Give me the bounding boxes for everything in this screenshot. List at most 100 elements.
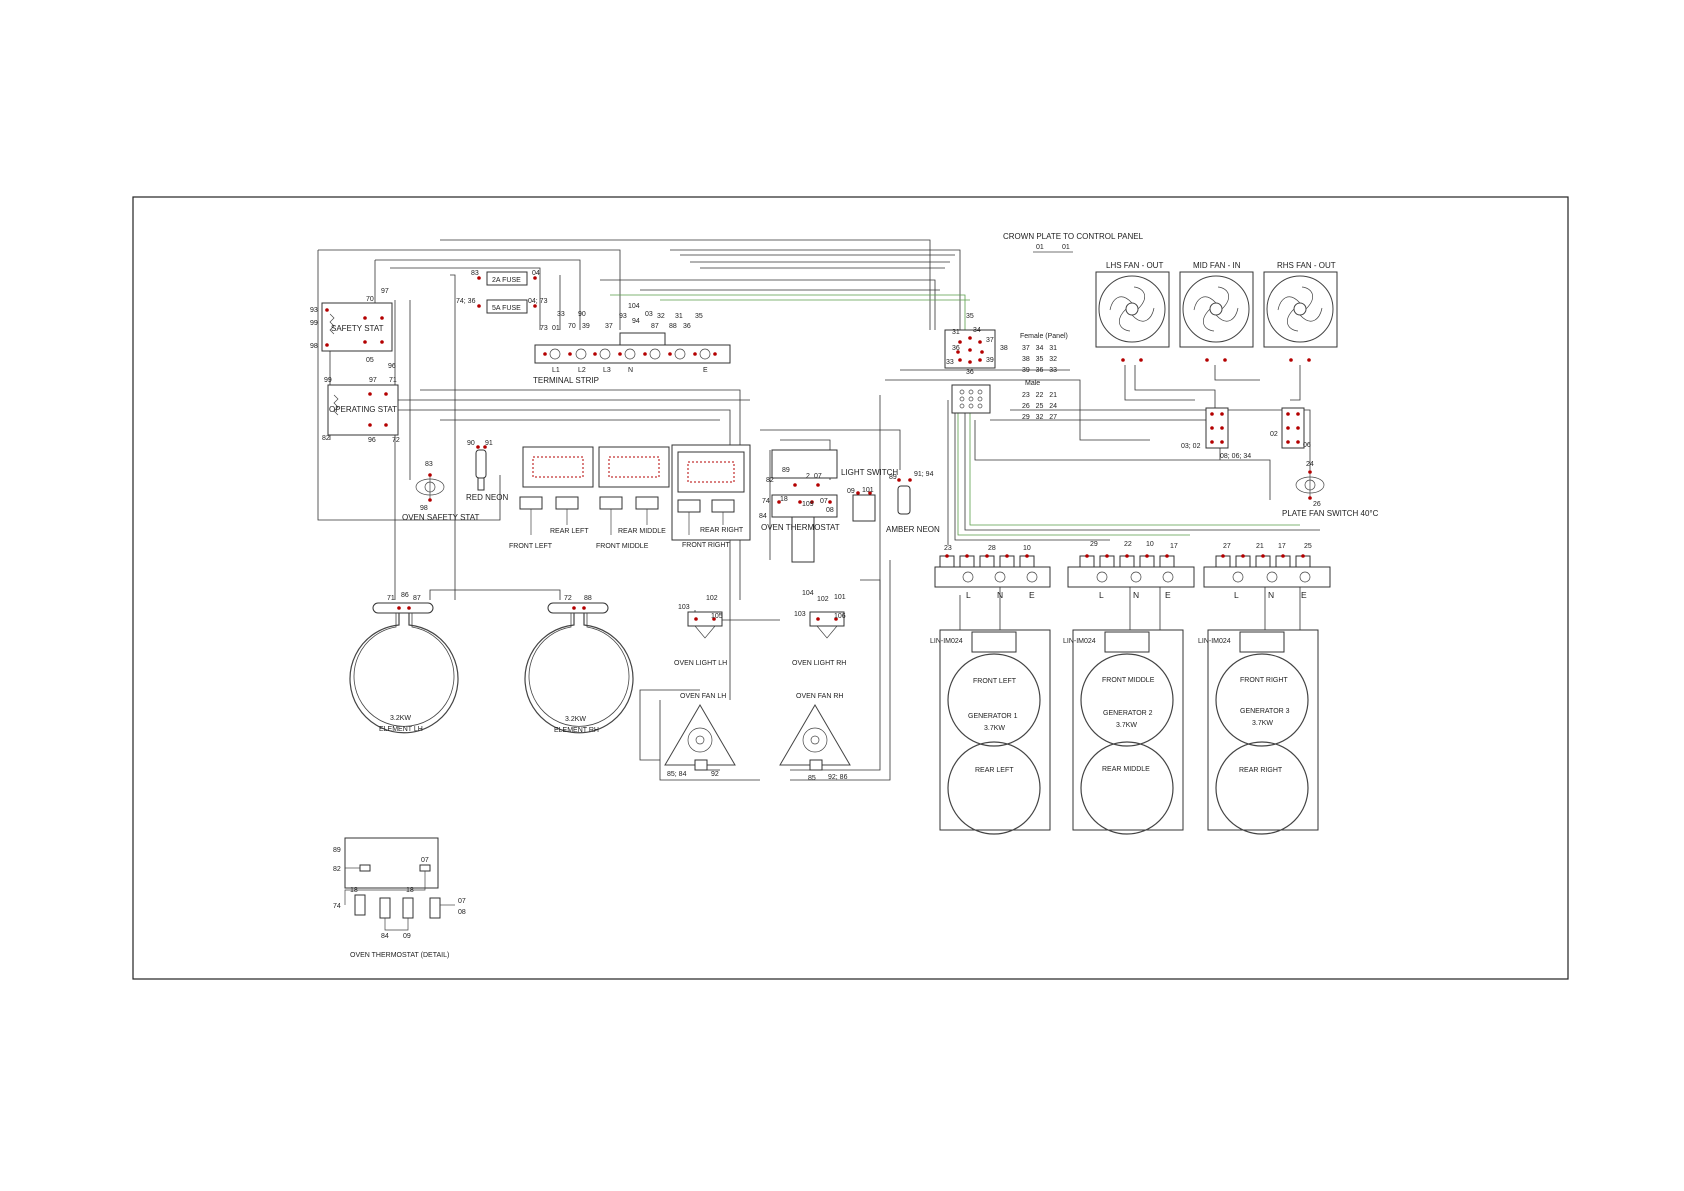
element-lh: 71 86 87 3.2KW ELEMENT LH	[349, 592, 459, 734]
pin-num: 36	[952, 345, 960, 352]
wire-num: 88	[584, 595, 592, 602]
wire-num: 101	[862, 487, 874, 494]
oven-light-rh: 104 102 101 103 106 OVEN LIGHT RH	[792, 590, 846, 667]
wire-num: 03	[645, 311, 653, 318]
induction-coil-icon	[947, 741, 1041, 835]
control-label-rear-left: REAR LEFT	[550, 528, 589, 535]
oven-fan-label: OVEN FAN LH	[680, 693, 726, 700]
wire-num: 91; 94	[914, 471, 934, 478]
terminal-strip: L1 L2 L3 N E TERMINAL STRIP 73 33 01 70 …	[533, 303, 731, 385]
wire-num: 29	[1090, 541, 1098, 548]
wire-num: 102	[706, 595, 718, 602]
wire-num: 87	[651, 323, 659, 330]
red-neon-label: RED NEON	[466, 493, 508, 502]
element-name: ELEMENT LH	[379, 726, 423, 733]
wire-num: 01	[552, 325, 560, 332]
terminal-e: E	[703, 367, 708, 374]
terminal-l1: L1	[552, 367, 560, 374]
wire-num: 93	[310, 307, 318, 314]
wire-num: 84	[759, 513, 767, 520]
male-row: 26 25 24	[1022, 403, 1057, 410]
wire-num: 94	[632, 318, 640, 325]
crown-pin-left: 01	[1036, 244, 1044, 251]
connector-pin-table: Female (Panel) 37 34 31 38 35 32 39 36 3…	[1020, 333, 1068, 421]
fuse-body	[486, 271, 528, 286]
wire-num: 71	[389, 377, 397, 384]
oven-light-label: OVEN LIGHT LH	[674, 660, 727, 667]
lamp-icon	[816, 625, 838, 639]
amber-neon: 89 91; 94 AMBER NEON	[886, 471, 940, 534]
oven-light-label: OVEN LIGHT RH	[792, 660, 846, 667]
lamp-icon	[694, 625, 716, 639]
junction-label-right-top: 02	[1270, 431, 1278, 438]
control-board	[677, 451, 745, 493]
switch-rocker-icon	[852, 494, 876, 522]
element-coil-icon	[524, 613, 634, 734]
wire-num: 103	[794, 611, 806, 618]
pin-num: 36	[966, 369, 974, 376]
male-row: 23 22 21	[1022, 392, 1057, 399]
fan-icon	[1098, 275, 1166, 343]
control-label-front-left: FRONT LEFT	[509, 543, 553, 550]
wire-num: 82	[766, 477, 774, 484]
wires	[317, 239, 1320, 781]
lne-strip-body	[934, 566, 1051, 588]
wire-num: 82	[322, 435, 330, 442]
crown-pin-right: 01	[1062, 244, 1070, 251]
fan-blades	[1193, 286, 1239, 332]
fan-junction-block: 03; 02 08; 06; 34	[1181, 407, 1251, 460]
generator-connector	[971, 631, 1017, 653]
fan-terminal	[1121, 358, 1125, 362]
terminal-l3: L3	[603, 367, 611, 374]
wire-num: 74	[333, 903, 341, 910]
wire-num: 92; 86	[828, 774, 848, 781]
wire-num: 27	[1223, 543, 1231, 550]
control-knob-pod	[555, 496, 579, 510]
safety-stat-label: SAFETY STAT	[331, 324, 384, 333]
wire-num: 90	[467, 440, 475, 447]
wire-num: 91	[485, 440, 493, 447]
wire-num: 24	[1306, 461, 1314, 468]
oven-fan-icon	[664, 704, 736, 766]
operating-stat-label: OPERATING STAT	[329, 405, 397, 414]
wire-num: 103	[678, 604, 690, 611]
control-label-rear-middle: REAR MIDDLE	[618, 528, 666, 535]
fuse-2a-label: 2A FUSE	[492, 277, 521, 284]
generator-board	[939, 629, 1051, 831]
fan-label: RHS FAN - OUT	[1277, 261, 1336, 270]
control-chip	[532, 456, 584, 478]
generator-connector	[1104, 631, 1150, 653]
fan-lhs: LHS FAN - OUT	[1095, 261, 1170, 362]
detail-label: OVEN THERMOSTAT (DETAIL)	[350, 952, 449, 959]
terminal-strip-label: TERMINAL STRIP	[533, 376, 599, 385]
terminal-strip-body	[534, 344, 731, 364]
element-coil-icon	[349, 613, 459, 734]
wire-num: 89	[333, 847, 341, 854]
wire-num: 89	[782, 467, 790, 474]
generator-front: FRONT LEFT	[973, 678, 1017, 685]
wire-num: 08	[826, 507, 834, 514]
induction-coil-icon	[1080, 741, 1174, 835]
pin-num: 37	[986, 337, 994, 344]
junction-box	[1205, 407, 1229, 449]
wire-num: 36	[683, 323, 691, 330]
wire-num: 70	[568, 323, 576, 330]
fan-terminal	[1139, 358, 1143, 362]
generator-rear: REAR MIDDLE	[1102, 766, 1150, 773]
heater-coil-icon	[329, 313, 335, 335]
wire-num: 105	[711, 613, 723, 620]
fan-housing	[1095, 271, 1170, 348]
junction-box	[1281, 407, 1305, 449]
wire-num: 98	[310, 343, 318, 350]
wire-num: 10	[1146, 541, 1154, 548]
wire-num: 71	[387, 595, 395, 602]
wire-num: 18	[406, 887, 414, 894]
wire-num: 33	[557, 311, 565, 318]
fan-icon	[1182, 275, 1250, 343]
oven-fan-lh: OVEN FAN LH 85; 84 92	[664, 693, 736, 778]
connector-male	[951, 384, 991, 414]
oven-fan-icon	[779, 704, 851, 766]
wire-num: 85; 84	[667, 771, 687, 778]
oven-light-lh: 102 103 105 OVEN LIGHT LH	[674, 595, 727, 667]
generator-1: LIN-IM024 FRONT LEFT GENERATOR 1 3.7KW R…	[930, 629, 1051, 835]
